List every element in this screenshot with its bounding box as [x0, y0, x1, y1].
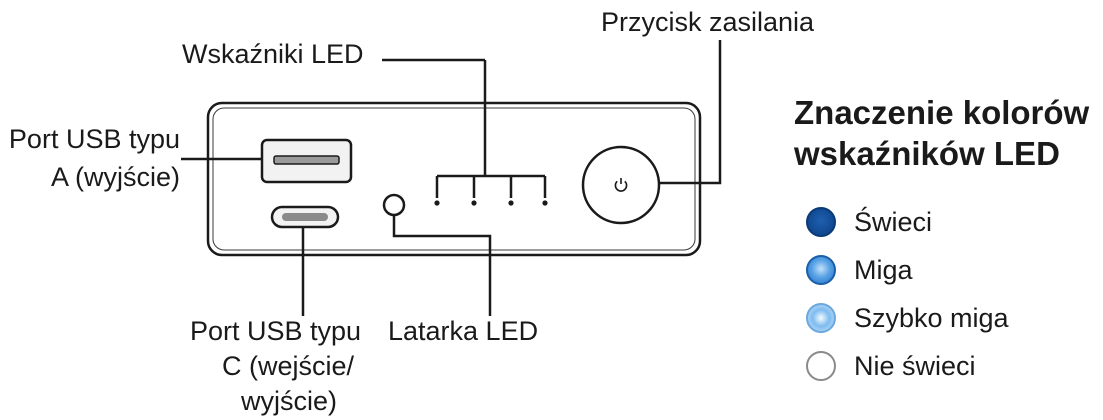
flashlight-led	[382, 193, 406, 217]
legend-title-line1: Znaczenie kolorów	[794, 94, 1090, 131]
legend-label: Świeci	[854, 206, 933, 237]
led-indicators-label: Wskaźniki LED	[182, 39, 364, 69]
led-off-icon	[806, 351, 836, 381]
usb-c-label-line2: C (wejście/	[222, 351, 355, 381]
legend-label: Nie świeci	[854, 350, 976, 381]
led-solid-icon	[806, 207, 836, 237]
power-button-label: Przycisk zasilania	[601, 7, 815, 37]
power-icon	[614, 178, 628, 192]
usb-c-port	[270, 205, 340, 229]
usb-a-label-line2: A (wyjście)	[50, 162, 180, 192]
legend-item-blinking: Miga	[806, 246, 1099, 294]
usb-a-label-line1: Port USB typu	[8, 124, 180, 154]
usb-c-label-line3: wyjście)	[241, 386, 338, 416]
legend-label: Szybko miga	[854, 302, 1009, 333]
flashlight-label: Latarka LED	[388, 316, 539, 346]
led-blinking-icon	[806, 255, 836, 285]
legend-item-fast-blinking: Szybko miga	[806, 294, 1099, 342]
led-fast-blinking-icon	[806, 303, 836, 333]
leader-lines	[181, 40, 722, 316]
legend-item-solid: Świeci	[806, 198, 1099, 246]
legend-label: Miga	[854, 254, 913, 285]
usb-c-label-line1: Port USB typu	[190, 316, 362, 346]
power-button-drawing	[581, 145, 661, 225]
legend-title-line2: wskaźników LED	[794, 135, 1060, 172]
led-indicator-dots	[434, 200, 548, 206]
legend-item-off: Nie świeci	[806, 342, 1099, 390]
legend-title: Znaczenie kolorów wskaźników LED	[794, 92, 1099, 174]
usb-a-port	[260, 138, 353, 184]
led-color-legend: Znaczenie kolorów wskaźników LED Świeci …	[794, 92, 1099, 390]
legend-list: Świeci Miga Szybko miga Nie świeci	[806, 198, 1099, 390]
